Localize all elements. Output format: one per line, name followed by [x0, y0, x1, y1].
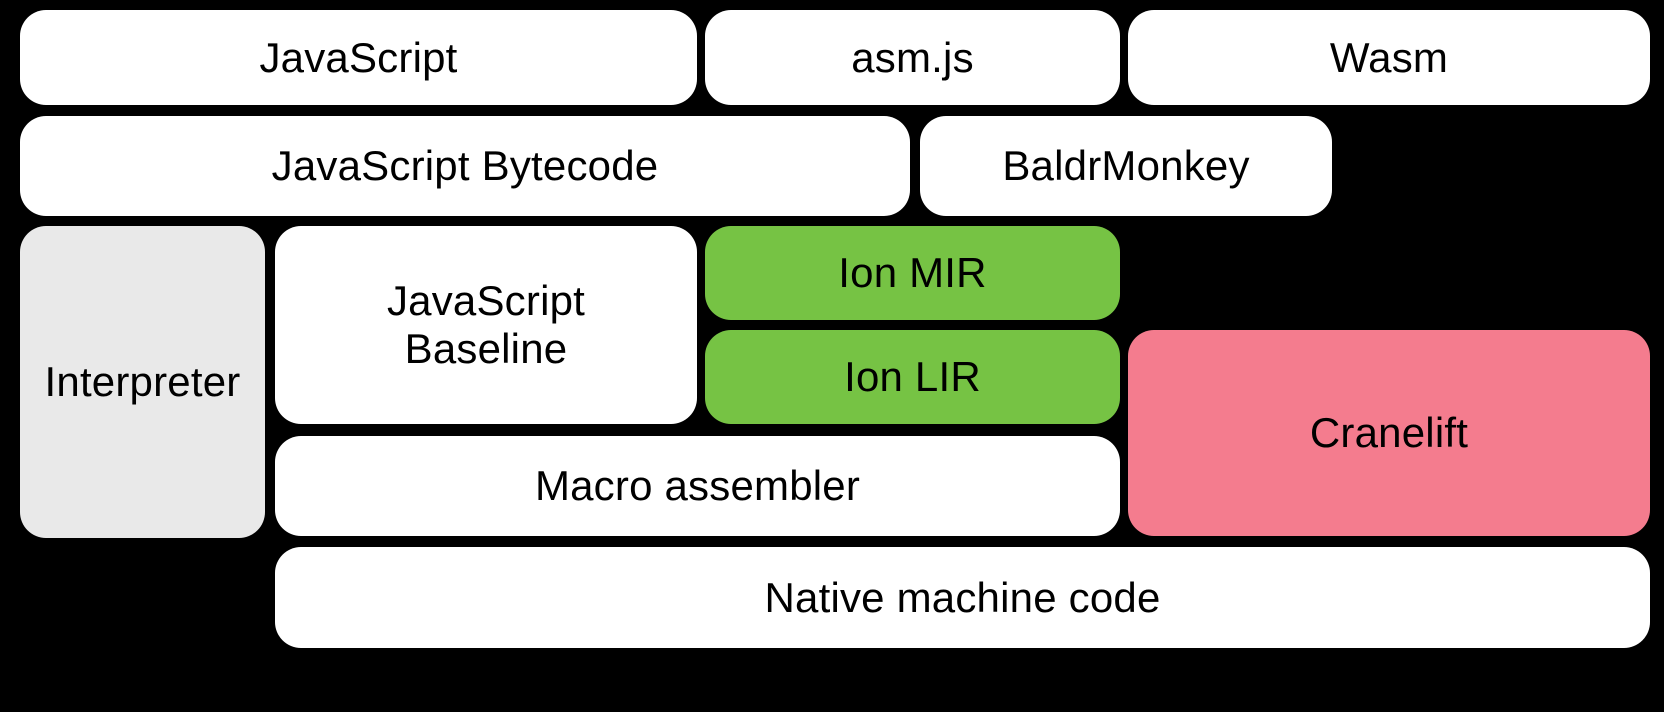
node-cranelift: Cranelift	[1128, 330, 1650, 536]
node-interpreter: Interpreter	[20, 226, 265, 538]
node-macro-assembler: Macro assembler	[275, 436, 1120, 536]
node-native-machine-code: Native machine code	[275, 547, 1650, 648]
node-javascript: JavaScript	[20, 10, 697, 105]
node-ion-lir: Ion LIR	[705, 330, 1120, 424]
node-ion-mir: Ion MIR	[705, 226, 1120, 320]
node-baldrmonkey: BaldrMonkey	[920, 116, 1332, 216]
node-asm-js: asm.js	[705, 10, 1120, 105]
node-javascript-baseline: JavaScript Baseline	[275, 226, 697, 424]
node-javascript-bytecode: JavaScript Bytecode	[20, 116, 910, 216]
node-wasm: Wasm	[1128, 10, 1650, 105]
